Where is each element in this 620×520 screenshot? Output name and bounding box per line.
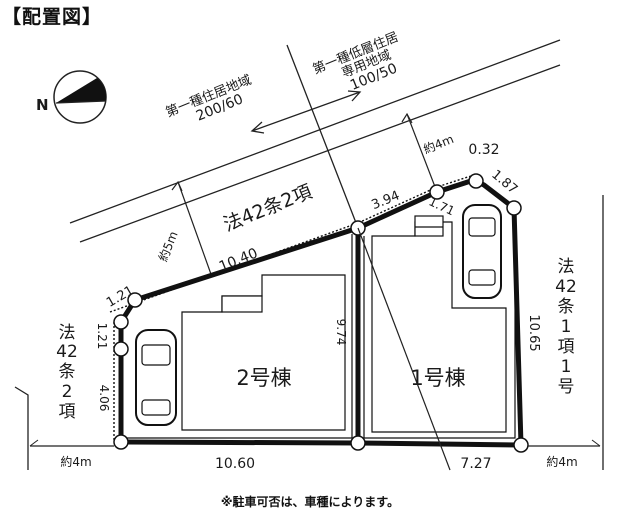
- building-2-label: 2号棟: [236, 366, 291, 390]
- north-compass-icon: [53, 70, 107, 124]
- page-title: 【配置図】: [2, 6, 103, 28]
- parking-footnote: ※駐車可否は、車種によります。: [220, 495, 400, 509]
- top-road-width-right: 約4m: [421, 131, 456, 157]
- dim-left-cut-side: 1.21: [95, 323, 109, 350]
- dim-corner-a: 0.32: [468, 142, 499, 158]
- svg-text:2: 2: [62, 382, 73, 402]
- building-1-label: 1号棟: [410, 366, 465, 390]
- top-road-width-left: 約5m: [155, 229, 181, 264]
- left-road-width: 約4m: [60, 454, 91, 469]
- svg-text:42: 42: [56, 342, 78, 362]
- zone-arrow-icon: [250, 90, 362, 134]
- road-edge-outer: [69, 39, 561, 224]
- car-icon: [462, 204, 502, 299]
- svg-text:法: 法: [558, 257, 575, 277]
- svg-text:1: 1: [561, 357, 572, 377]
- svg-text:条: 条: [59, 362, 76, 382]
- zone-boundary-line: [286, 44, 359, 229]
- dim-bottom-right: 7.27: [460, 456, 491, 472]
- left-road-law-label: 法 42 条 2 項: [56, 323, 78, 422]
- left-road-edge: [14, 386, 29, 470]
- svg-text:項: 項: [558, 337, 575, 357]
- svg-text:42: 42: [555, 277, 577, 297]
- car-icon: [135, 329, 177, 426]
- compass-label: N: [36, 96, 49, 114]
- dim-left-side: 4.06: [97, 385, 111, 412]
- building-1: [371, 215, 507, 433]
- right-road-law-label: 法 42 条 1 項 1 号: [555, 257, 577, 397]
- boundary-marker-icons: [113, 173, 529, 453]
- right-road-width: 約4m: [546, 454, 577, 469]
- dim-shared-boundary: 9.74: [334, 319, 348, 346]
- svg-text:1: 1: [561, 317, 572, 337]
- dim-right-side: 10.65: [526, 314, 541, 351]
- svg-text:項: 項: [59, 402, 76, 422]
- dim-top-left: 10.40: [217, 245, 260, 275]
- building-2: [181, 274, 346, 431]
- svg-text:条: 条: [558, 297, 575, 317]
- top-road-law-label: 法42条2項: [220, 181, 315, 236]
- svg-text:法: 法: [59, 323, 76, 343]
- svg-text:号: 号: [558, 377, 575, 397]
- dim-corner-inner: 1.71: [427, 194, 457, 218]
- dim-bottom-left: 10.60: [215, 456, 255, 472]
- road-edge-inner: [79, 64, 561, 243]
